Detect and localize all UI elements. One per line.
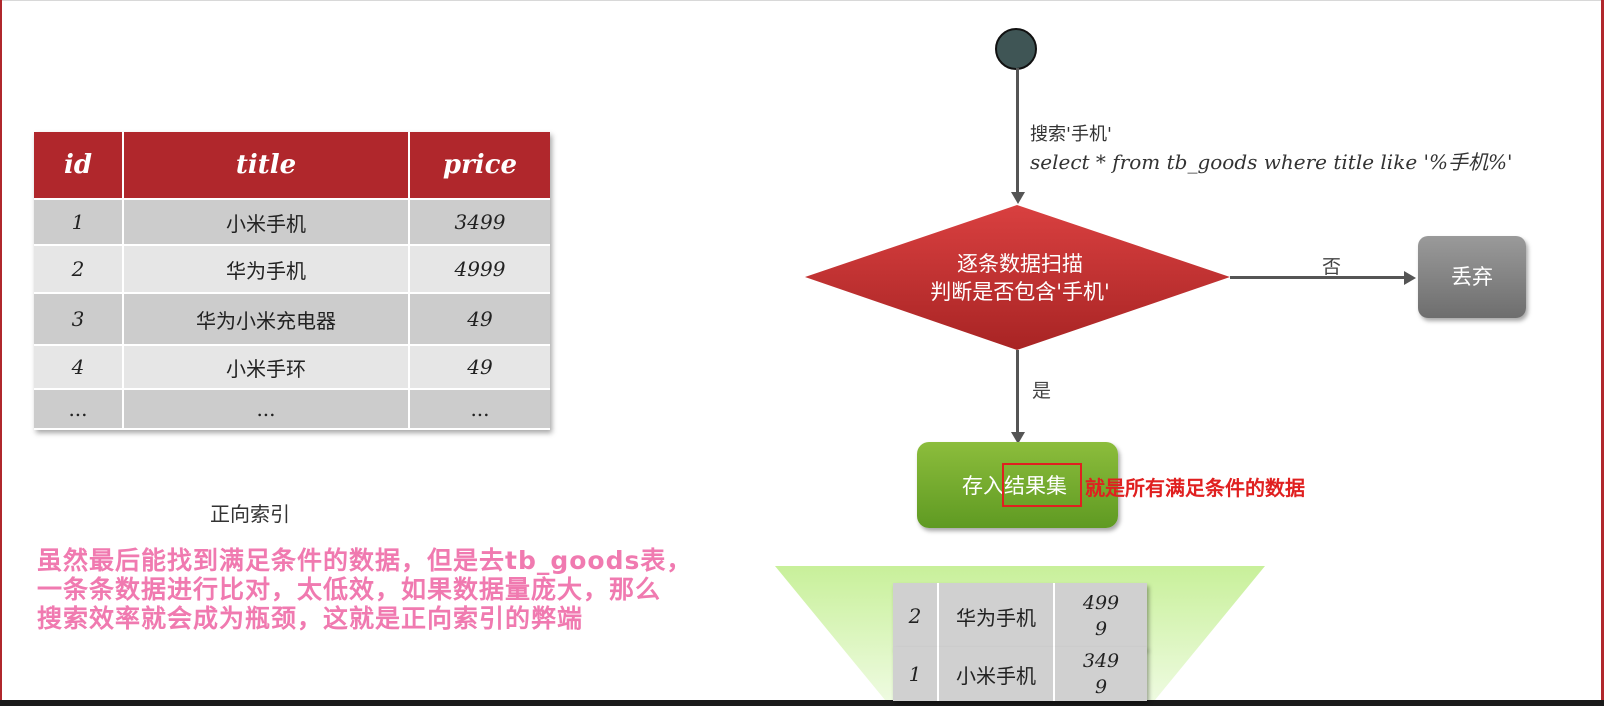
- no-label: 否: [1322, 256, 1342, 278]
- cell-id: 2: [34, 245, 124, 294]
- sql-statement: select * from tb_goods where title like …: [1030, 150, 1513, 174]
- decision-line: 判断是否包含'手机': [930, 280, 1110, 304]
- cell-id: ...: [34, 389, 124, 430]
- frame-left-border: [0, 0, 2, 706]
- cell-id: 1: [893, 647, 939, 701]
- header-id: id: [34, 132, 124, 200]
- header-title: title: [123, 132, 410, 200]
- yes-label: 是: [1032, 380, 1052, 402]
- price-part: 349: [1082, 650, 1120, 672]
- cell-id: 4: [34, 345, 124, 390]
- price-part: 499: [1082, 592, 1120, 614]
- arrow-head-down-icon: [1011, 192, 1025, 204]
- table-row: 1 小米手机 3499: [34, 199, 550, 246]
- result-set-highlight: [1002, 463, 1082, 507]
- cell-title: 华为手机: [938, 583, 1055, 649]
- cell-price: ...: [409, 389, 550, 430]
- arrow-head-down-icon: [1011, 432, 1025, 444]
- cell-title: ...: [123, 389, 410, 430]
- frame-right-border: [1601, 0, 1604, 706]
- price-part: 9: [1094, 676, 1108, 698]
- cell-price: 4999: [409, 245, 550, 294]
- arrow-head-right-icon: [1404, 271, 1416, 285]
- connector-no-branch: [1230, 276, 1406, 279]
- note-line: 一条条数据进行比对，太低效，如果数据量庞大，那么: [37, 575, 662, 604]
- frame-bottom-border: [0, 700, 1604, 706]
- cell-price: 3499: [409, 199, 550, 246]
- decision-diamond: [805, 205, 1230, 350]
- cell-price: 49: [409, 345, 550, 390]
- store-prefix: 存入: [962, 474, 1004, 498]
- start-node: [995, 28, 1037, 70]
- table-row: 3 华为小米充电器 49: [34, 293, 550, 346]
- table-header-row: id title price: [34, 132, 550, 200]
- connector-start-to-decision: [1016, 68, 1019, 194]
- cell-id: 3: [34, 293, 124, 346]
- cell-title: 小米手环: [123, 345, 410, 390]
- cell-id: 1: [34, 199, 124, 246]
- note-line: 虽然最后能找到满足条件的数据，但是去tb_goods表，: [37, 546, 693, 575]
- price-part: 9: [1094, 618, 1108, 640]
- connector-yes-branch: [1016, 350, 1019, 434]
- cell-title: 小米手机: [123, 199, 410, 246]
- cell-price: 49: [409, 293, 550, 346]
- forward-index-table: id title price 1 小米手机 3499 2 华为手机 4999 3…: [34, 132, 550, 430]
- store-result-box: [917, 442, 1118, 528]
- cell-title: 小米手机: [938, 647, 1055, 701]
- forward-index-caption: 正向索引: [210, 502, 290, 526]
- cell-title: 华为手机: [123, 245, 410, 294]
- header-price: price: [409, 132, 550, 200]
- cell-title: 华为小米充电器: [123, 293, 410, 346]
- drawback-note: 虽然最后能找到满足条件的数据，但是去tb_goods表， 一条条数据进行比对，太…: [37, 546, 777, 633]
- decision-line: 逐条数据扫描: [957, 252, 1083, 276]
- note-line: 搜索效率就会成为瓶颈，这就是正向索引的弊端: [37, 604, 584, 633]
- decision-text: 逐条数据扫描 判断是否包含'手机': [880, 250, 1160, 306]
- cell-id: 2: [893, 583, 939, 649]
- store-result-text: 存入结果集: [962, 470, 1067, 500]
- store-highlight: 结果集: [1004, 474, 1067, 498]
- discard-box: 丢弃: [1418, 236, 1526, 318]
- result-note: 就是所有满足条件的数据: [1085, 476, 1305, 500]
- table-row: 4 小米手环 49: [34, 345, 550, 390]
- table-row: 2 华为手机 4999: [34, 245, 550, 294]
- frame-top-border: [0, 0, 1604, 1]
- search-label: 搜索'手机': [1030, 124, 1112, 145]
- table-row: ... ... ...: [34, 389, 550, 430]
